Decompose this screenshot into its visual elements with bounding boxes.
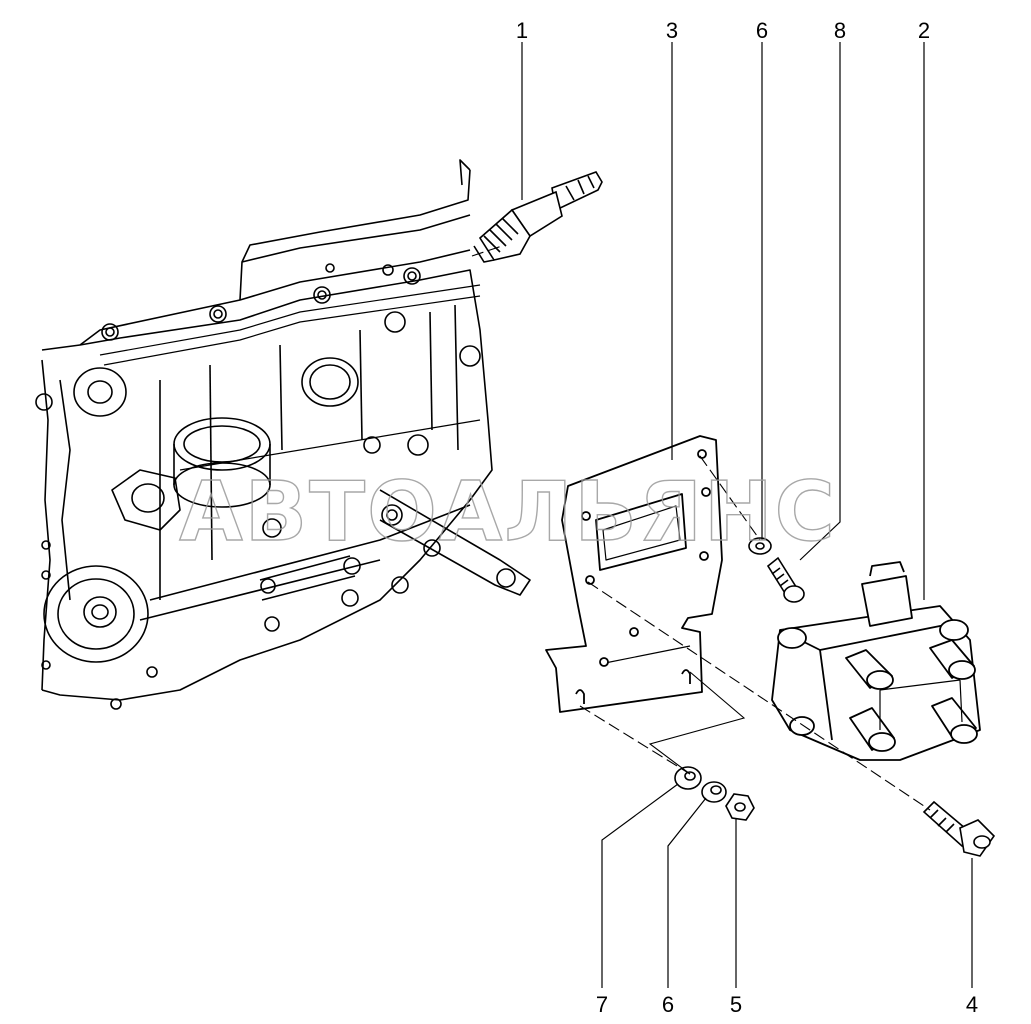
callout-washer-lower: 6 <box>662 992 674 1017</box>
coil-bolt <box>922 800 996 857</box>
coil-tower <box>845 649 894 690</box>
callout-spark-plug: 1 <box>516 18 528 43</box>
callout-washer-upper: 6 <box>756 18 768 43</box>
callout-flat-washer: 7 <box>596 992 608 1017</box>
callout-ignition-coil: 2 <box>918 18 930 43</box>
callout-bracket: 3 <box>666 18 678 43</box>
coil-tower <box>929 639 976 680</box>
washer-upper <box>748 537 772 555</box>
nut <box>725 793 755 821</box>
callout-nut: 5 <box>730 992 742 1017</box>
callout-bracket-bolt: 8 <box>834 18 846 43</box>
leader-lines <box>521 42 973 988</box>
mounting-bracket <box>545 435 723 713</box>
spark-plug <box>473 171 603 263</box>
ignition-coil <box>771 561 981 761</box>
callout-coil-bolt: 4 <box>966 992 978 1017</box>
callout-labels: 1 3 6 8 2 7 6 5 4 <box>516 18 978 1017</box>
bracket-bolt <box>766 556 805 603</box>
coil-tower <box>849 707 896 752</box>
coil-tower <box>931 697 978 744</box>
assembly-lines <box>471 245 931 811</box>
watermark-text: АВТОАЛЬЯНС <box>179 465 837 560</box>
flat-washer <box>674 766 702 790</box>
engine-block <box>35 159 531 710</box>
washer-lower <box>701 781 727 803</box>
